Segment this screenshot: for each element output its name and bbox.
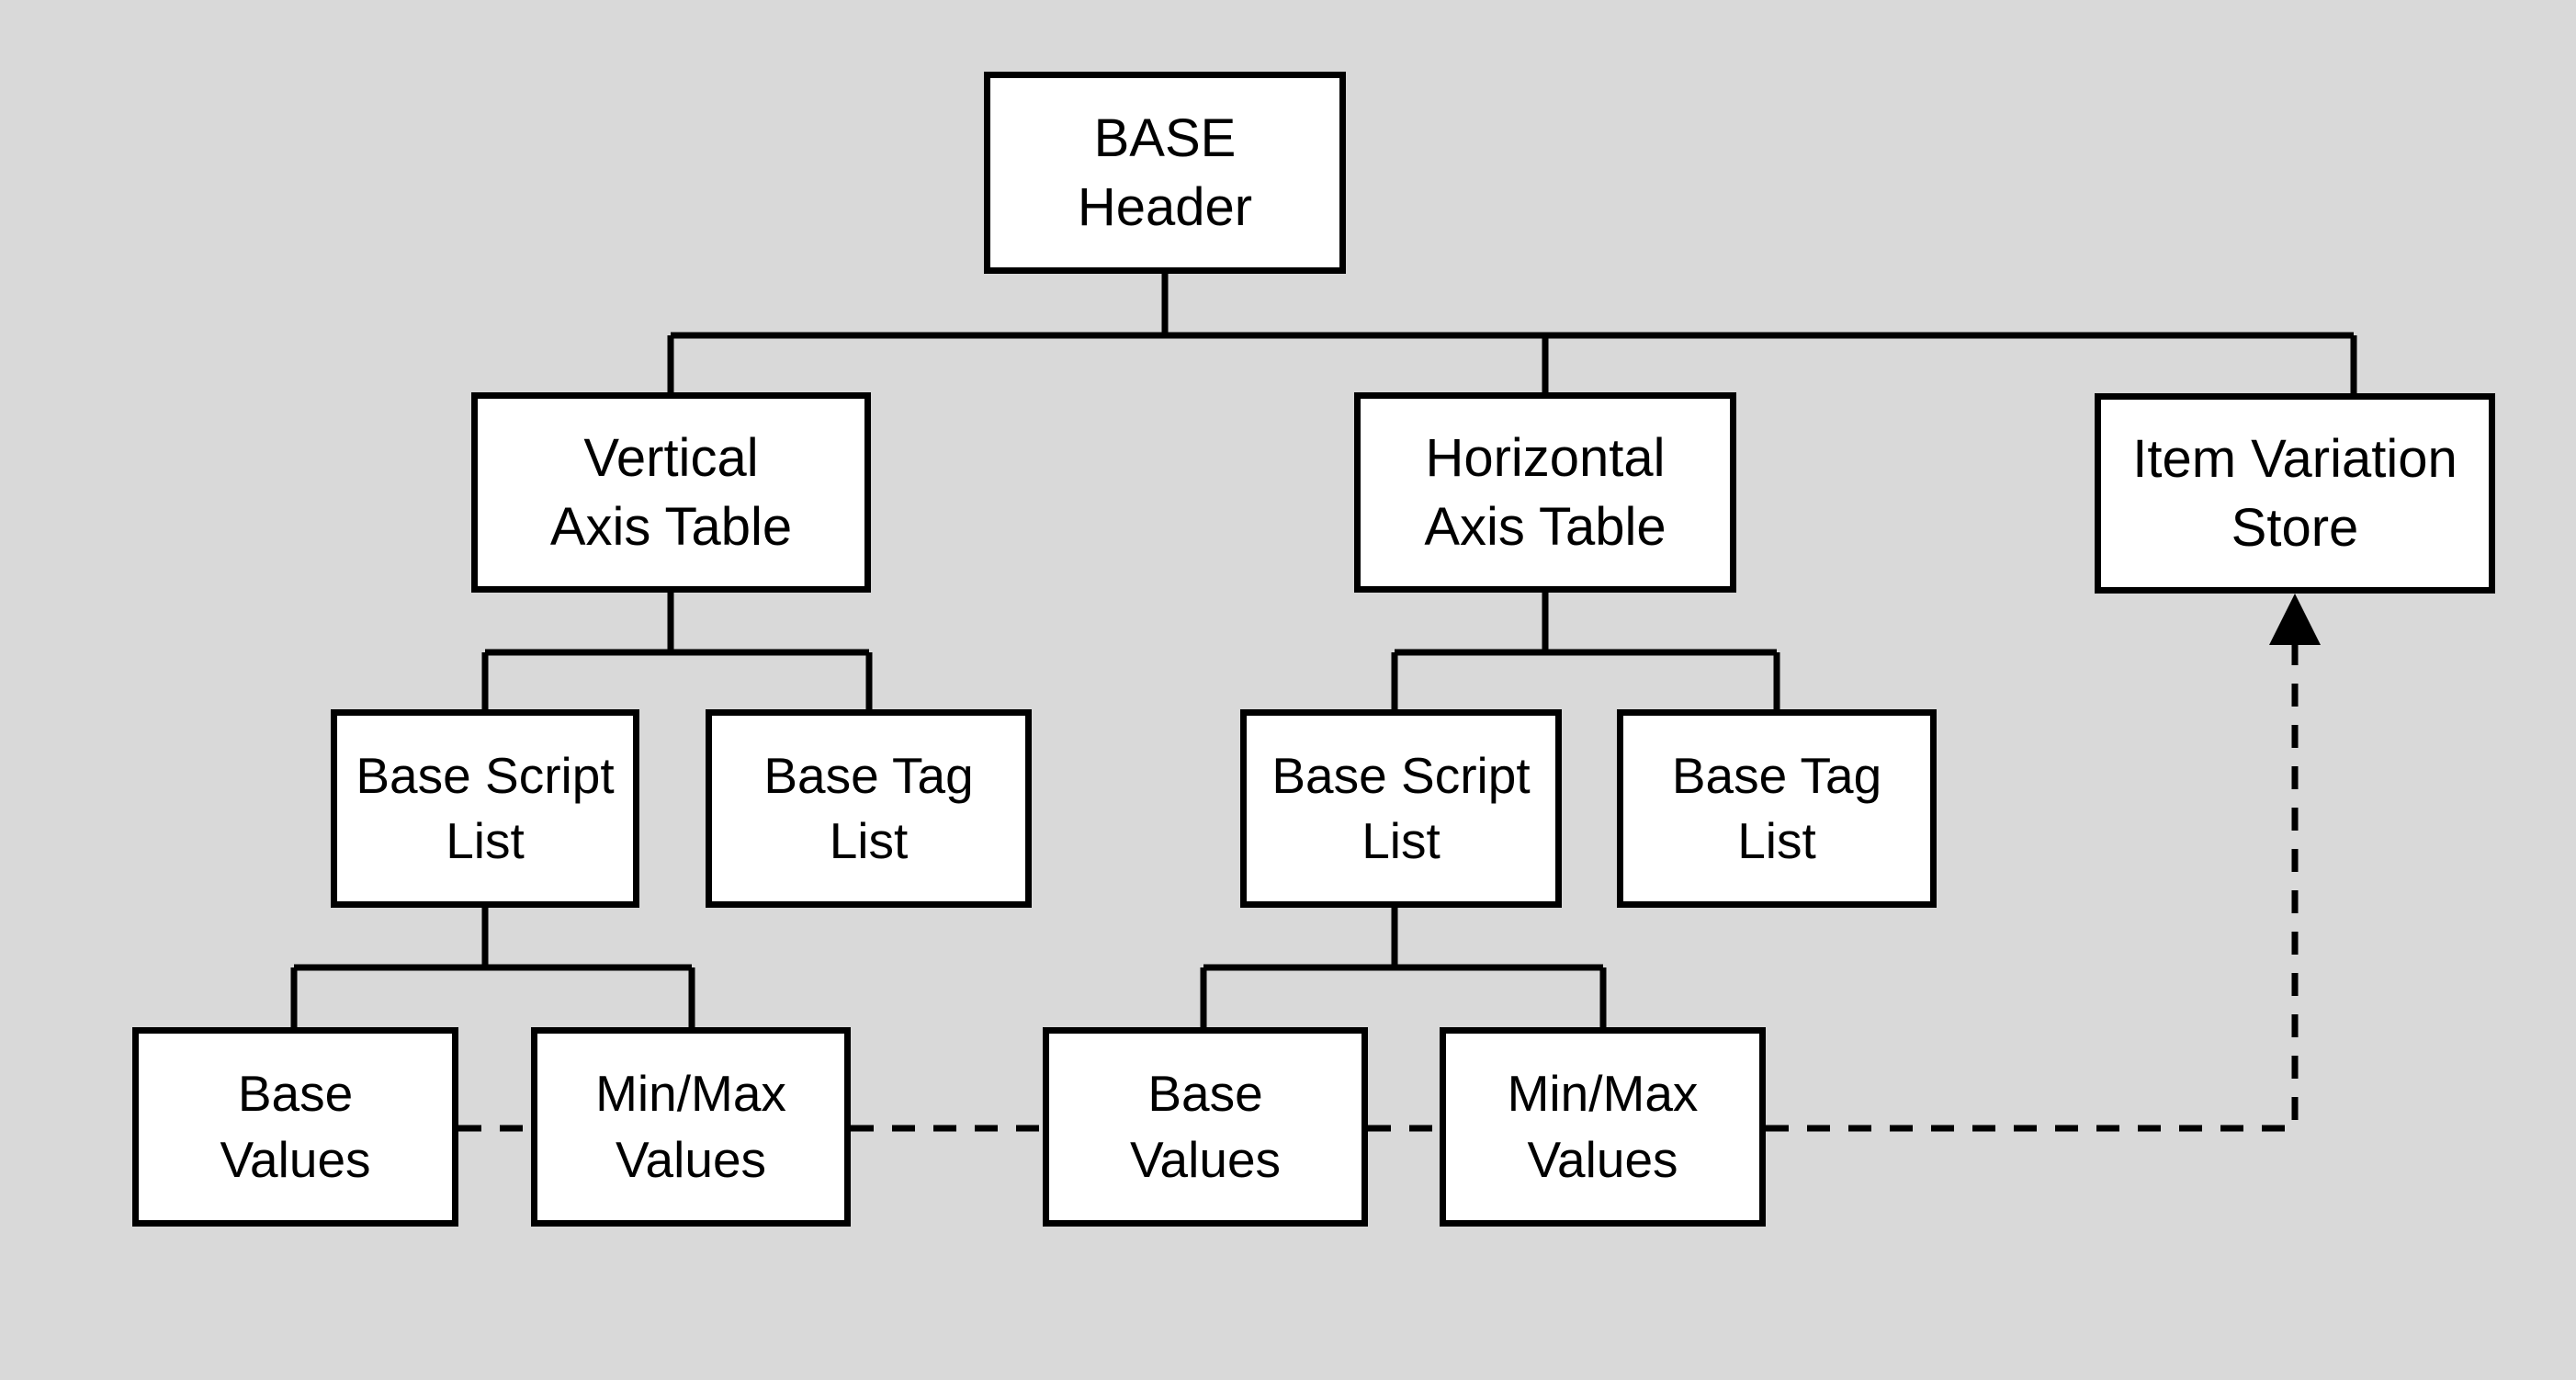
node-label-line: Base Tag (1671, 746, 1882, 804)
arrowhead-group (2269, 594, 2321, 645)
solid-edges-group (290, 274, 2357, 1027)
node-label-line: Item Variation (2132, 428, 2457, 489)
node-label-line: Vertical (583, 427, 759, 488)
node-label-line: Min/Max (1507, 1065, 1699, 1122)
arrowhead-icon (2269, 594, 2321, 645)
node-label-line: List (1737, 812, 1816, 869)
node-label-line: Axis Table (1424, 497, 1666, 557)
node-label-line: Base Script (356, 746, 615, 804)
node-base-header[interactable]: BASE Header (984, 72, 1346, 274)
node-label-line: Values (1527, 1130, 1678, 1188)
node-label-line: Values (1129, 1130, 1282, 1188)
node-label-line: Values (615, 1130, 767, 1188)
node-label-line: Min/Max (595, 1065, 786, 1122)
node-label-line: Axis Table (549, 497, 793, 557)
node-label-line: Base (1147, 1065, 1263, 1122)
node-label-line: BASE (1093, 107, 1237, 168)
node-label-line: List (1361, 812, 1441, 869)
node-label-line: Base Script (1271, 746, 1531, 804)
node-label-line: List (829, 812, 909, 869)
node-label-line: Horizontal (1425, 427, 1666, 488)
node-label-line: Base (237, 1065, 354, 1122)
node-label-line: List (446, 812, 525, 869)
node-label-line: Header (1077, 177, 1253, 237)
node-label-line: Base Tag (763, 746, 974, 804)
node-label-line: Values (220, 1130, 371, 1188)
node-label-line: Store (2231, 498, 2359, 558)
